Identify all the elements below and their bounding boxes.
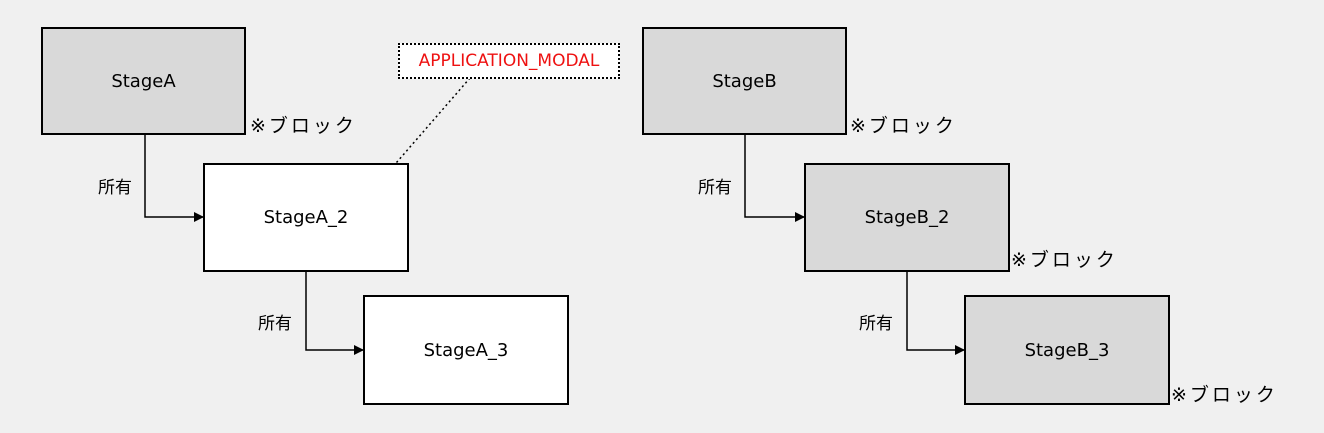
callout-pointer-line (389, 77, 471, 171)
block-note-stageB_2: ※ブロック (1011, 249, 1118, 271)
block-note-stageA: ※ブロック (250, 115, 357, 137)
stage-box-stageA_2: StageA_2 (203, 163, 409, 272)
edge-stageB_2-to-stageB_3 (906, 271, 965, 355)
application-modal-callout: APPLICATION_MODAL (398, 43, 620, 79)
edge-label-ownership: 所有 (859, 314, 893, 334)
edge-label-ownership: 所有 (258, 314, 292, 334)
block-note-stageB_3: ※ブロック (1171, 384, 1278, 406)
stage-label: StageB (712, 70, 777, 92)
stage-box-stageB_3: StageB_3 (964, 295, 1170, 405)
stage-box-stageA: StageA (41, 27, 246, 135)
stage-label: StageB_2 (864, 207, 950, 228)
edge-label-ownership: 所有 (98, 178, 132, 198)
block-note-stageB: ※ブロック (850, 115, 957, 137)
edge-stageA_2-to-stageA_3 (305, 271, 364, 355)
stage-box-stageB_2: StageB_2 (804, 163, 1010, 272)
edge-stageB-to-stageB_2 (744, 134, 805, 222)
edge-label-ownership: 所有 (698, 178, 732, 198)
stage-box-stageB: StageB (642, 27, 847, 135)
edge-stageA-to-stageA_2 (144, 134, 204, 222)
stage-label: StageA_2 (263, 207, 349, 228)
stage-label: StageA_3 (423, 339, 509, 361)
stage-label: StageB_3 (1024, 339, 1110, 361)
stage-label: StageA (111, 70, 176, 92)
callout-text: APPLICATION_MODAL (418, 51, 600, 71)
stage-box-stageA_3: StageA_3 (363, 295, 569, 405)
